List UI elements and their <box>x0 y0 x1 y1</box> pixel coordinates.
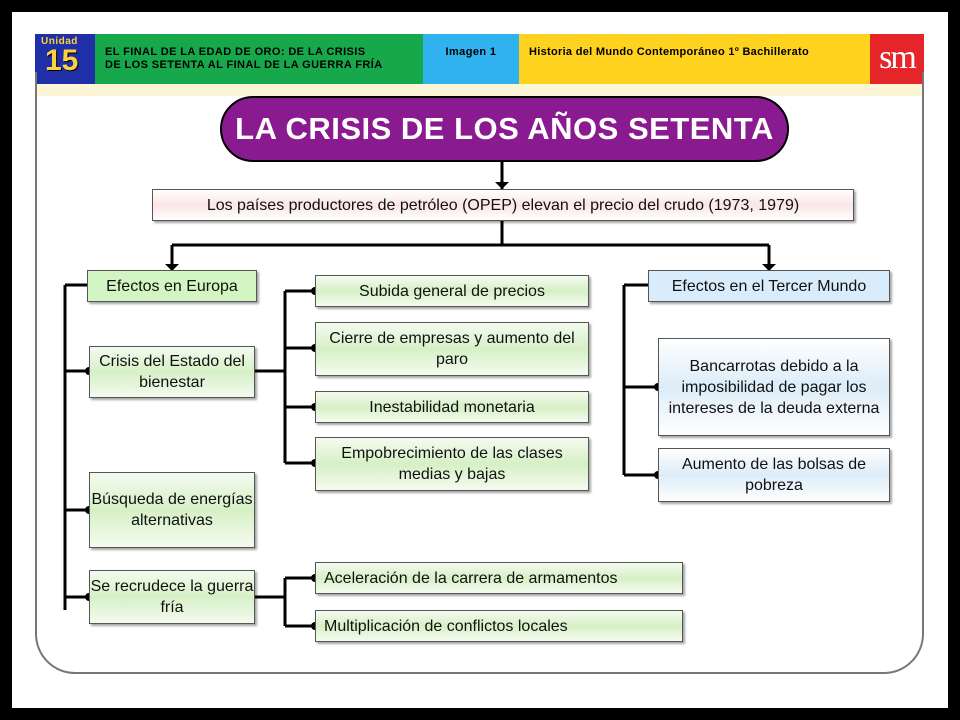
image-label: Imagen 1 <box>423 34 519 84</box>
connector-lines <box>63 162 776 630</box>
slide: Unidad 15 EL FINAL DE LA EDAD DE ORO: DE… <box>12 12 948 708</box>
content-frame <box>35 72 924 674</box>
alternative-energy-box: Búsqueda de energías alternativas <box>89 472 255 548</box>
unit-title-line1: EL FINAL DE LA EDAD DE ORO: DE LA CRISIS <box>105 46 366 58</box>
effect-price-rise: Subida general de precios <box>315 275 589 307</box>
effect-business-closures: Cierre de empresas y aumento del paro <box>315 322 589 376</box>
welfare-crisis-box: Crisis del Estado del bienestar <box>89 346 255 398</box>
diagram-title: LA CRISIS DE LOS AÑOS SETENTA <box>220 96 789 162</box>
europe-effects-header: Efectos en Europa <box>87 270 257 302</box>
header-strip <box>35 84 924 96</box>
cold-war-box: Se recrudece la guerra fría <box>89 570 255 624</box>
effect-poverty: Aumento de las bolsas de pobreza <box>658 448 890 502</box>
effect-arms-race: Aceleración de la carrera de armamentos <box>315 562 683 594</box>
effect-bankruptcies: Bancarrotas debido a la imposibilidad de… <box>658 338 890 436</box>
cause-box: Los países productores de petróleo (OPEP… <box>152 189 854 221</box>
third-world-effects-header: Efectos en el Tercer Mundo <box>648 270 890 302</box>
effect-local-conflicts: Multiplicación de conflictos locales <box>315 610 683 642</box>
unit-label: Unidad <box>41 36 78 47</box>
effect-impoverishment: Empobrecimiento de las clases medias y b… <box>315 437 589 491</box>
effect-monetary-instability: Inestabilidad monetaria <box>315 391 589 423</box>
unit-title-line2: DE LOS SETENTA AL FINAL DE LA GUERRA FRÍ… <box>105 59 383 71</box>
course-label: Historia del Mundo Contemporáneo 1º Bach… <box>519 34 870 84</box>
unit-title: EL FINAL DE LA EDAD DE ORO: DE LA CRISIS… <box>95 34 423 84</box>
unit-number: 15 <box>45 44 79 77</box>
